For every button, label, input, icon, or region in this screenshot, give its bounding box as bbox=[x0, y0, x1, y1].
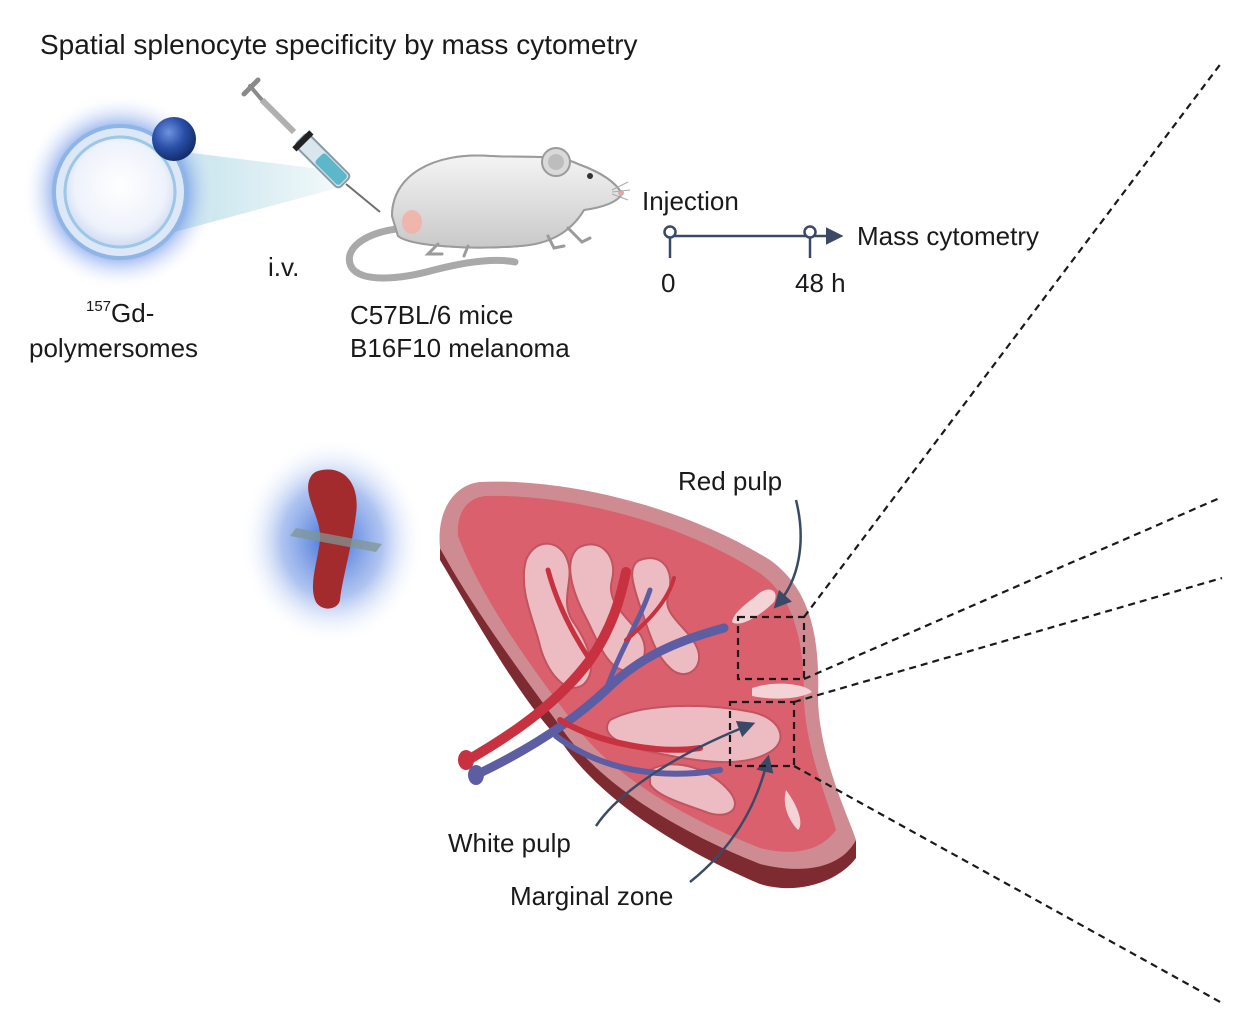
polymersome-icon bbox=[22, 94, 345, 290]
polymersome-label-line1: Gd- bbox=[111, 298, 155, 328]
vessel-stumps bbox=[458, 750, 484, 785]
trabeculae bbox=[732, 589, 812, 830]
timeline bbox=[663, 225, 844, 258]
timeline-start-label: Injection bbox=[642, 186, 739, 216]
timeline-start-marker bbox=[663, 225, 677, 239]
tumor-model-label: B16F10 melanoma bbox=[350, 333, 570, 363]
red-pulp-label: Red pulp bbox=[678, 466, 783, 496]
timeline-end-marker bbox=[803, 225, 817, 239]
red-pulp-arrow bbox=[773, 499, 802, 609]
mouse-tail bbox=[345, 224, 519, 282]
section-plane bbox=[290, 528, 382, 552]
gadolinium-sphere-icon bbox=[152, 117, 196, 161]
mouse-strain-label: C57BL/6 mice bbox=[350, 300, 514, 330]
region-arrows bbox=[594, 499, 802, 883]
white-pulp-label: White pulp bbox=[448, 828, 571, 858]
polymersome-label-line2: polymersomes bbox=[29, 333, 199, 363]
spleen-cross-section bbox=[439, 481, 856, 889]
marginal-zone-label: Marginal zone bbox=[510, 881, 674, 911]
vessels bbox=[463, 567, 729, 779]
timeline-end-label: Mass cytometry bbox=[857, 221, 1040, 251]
route-label: i.v. bbox=[268, 252, 300, 282]
timeline-start-time: 0 bbox=[661, 268, 676, 298]
figure-title: Spatial splenocyte specificity by mass c… bbox=[40, 29, 638, 60]
whole-spleen-icon bbox=[240, 437, 424, 645]
spleen-capsule-side bbox=[440, 548, 856, 889]
zoom-box-red-pulp bbox=[736, 615, 806, 681]
mouse-icon bbox=[345, 147, 631, 282]
white-pulp-arrow bbox=[594, 720, 756, 827]
polymersome-label: 157Gd- bbox=[86, 298, 154, 328]
isotope-mass: 157 bbox=[86, 298, 112, 315]
marginal-zone-arrow bbox=[689, 754, 774, 883]
zoom-boxes bbox=[728, 615, 806, 768]
syringe-icon bbox=[241, 77, 381, 213]
timeline-end-time: 48 h bbox=[795, 268, 846, 298]
zoom-box-white-pulp bbox=[728, 700, 796, 768]
projection-lines bbox=[793, 61, 1223, 1004]
tumor-marker bbox=[402, 210, 422, 234]
